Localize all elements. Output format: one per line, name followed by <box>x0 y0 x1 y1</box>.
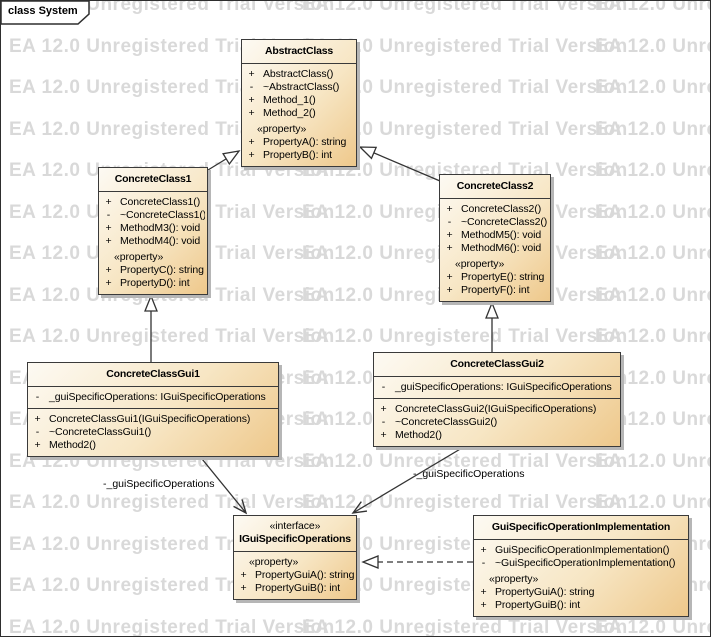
watermark-text: EA 12.0 Unregistered Trial Version <box>302 35 628 57</box>
watermark-text: EA 12.0 Unregistered Trial Version <box>9 492 335 513</box>
class-concreteclass1[interactable]: ConcreteClass1 +ConcreteClass1() -~Concr… <box>98 167 208 295</box>
watermark-text: EA 12.0 Unregistered Trial Version <box>302 326 628 347</box>
watermark-text: EA 12.0 Unregistered Trial Version <box>595 616 710 637</box>
watermark-text: EA 12.0 Unregistered Trial Version <box>9 284 335 306</box>
watermark-text: EA 12.0 Unregistered Trial Version <box>595 492 710 513</box>
watermark-text: EA 12.0 Unregistered Trial Version <box>595 77 710 98</box>
operation-row: +MethodM3(): void <box>105 222 201 234</box>
class-concreteclassgui1[interactable]: ConcreteClassGui1 -_guiSpecificOperation… <box>27 362 279 457</box>
operation-row: +MethodM4(): void <box>105 235 201 247</box>
operation-row: -~ConcreteClassGui2() <box>381 416 498 428</box>
class-title: ConcreteClassGui1 <box>106 368 200 380</box>
property-stereotype: «property» <box>489 573 539 585</box>
operation-row: +Method_1() <box>248 94 316 106</box>
class-abstractclass[interactable]: AbstractClass +AbstractClass() -~Abstrac… <box>241 39 357 167</box>
class-title: IGuiSpecificOperations <box>239 533 351 545</box>
operations-compartment: +ConcreteClassGui2(IGuiSpecificOperation… <box>374 398 620 446</box>
operation-row: -~GuiSpecificOperationImplementation() <box>481 557 676 569</box>
class-title: ConcreteClass1 <box>114 173 192 185</box>
property-stereotype: «property» <box>455 258 505 270</box>
attribute-row: -_guiSpecificOperations: IGuiSpecificOpe… <box>381 381 612 393</box>
class-concreteclassgui2[interactable]: ConcreteClassGui2 -_guiSpecificOperation… <box>373 352 621 447</box>
property-stereotype: «property» <box>114 251 164 263</box>
operation-row: +ConcreteClassGui2(IGuiSpecificOperation… <box>380 403 597 415</box>
operation-row: +Method2() <box>34 439 96 451</box>
operations-compartment: +AbstractClass() -~AbstractClass() +Meth… <box>242 63 356 166</box>
property-row: +PropertyA(): string <box>248 136 347 148</box>
property-row: +PropertyGuiB(): int <box>480 599 581 611</box>
class-title: AbstractClass <box>264 45 333 57</box>
interface-stereotype: «interface» <box>269 520 321 532</box>
operation-row: +ConcreteClass2() <box>446 203 542 215</box>
property-row: +PropertyF(): int <box>446 284 530 296</box>
operation-row: +GuiSpecificOperationImplementation() <box>480 544 670 556</box>
property-stereotype: «property» <box>249 556 299 568</box>
association-role-label[interactable]: -_guiSpecificOperations <box>103 478 215 490</box>
watermark-text: EA 12.0 Unregistered Trial Version <box>595 243 710 264</box>
watermark-text: EA 12.0 Unregistered Trial Version <box>595 326 710 347</box>
watermark-text: EA 12.0 Unregistered Trial Version <box>595 367 710 389</box>
watermark-text: EA 12.0 Unregistered Trial Version <box>302 77 628 98</box>
operation-row: +ConcreteClass1() <box>105 196 201 208</box>
association-gui2-to-interface[interactable] <box>351 444 468 514</box>
watermark-text: EA 12.0 Unregistered Trial Version <box>595 118 710 140</box>
class-title: ConcreteClassGui2 <box>450 358 544 370</box>
operation-row: +AbstractClass() <box>248 68 334 80</box>
association-gui1-to-interface[interactable] <box>197 453 248 515</box>
class-title: ConcreteClass2 <box>456 180 534 192</box>
watermark-text: EA 12.0 Unregistered Trial Version <box>595 0 710 15</box>
interface-iguispecificoperations[interactable]: «interface» IGuiSpecificOperations «prop… <box>233 515 357 600</box>
watermark-text: EA 12.0 Unregistered Trial Version <box>302 450 628 472</box>
property-row: +PropertyB(): int <box>248 149 333 161</box>
operations-compartment: +ConcreteClass2() -~ConcreteClass2() +Me… <box>440 198 550 301</box>
operation-row: +MethodM5(): void <box>446 229 542 241</box>
operation-row: -~AbstractClass() <box>249 81 340 93</box>
class-guispecificoperationimplementation[interactable]: GuiSpecificOperationImplementation +GuiS… <box>473 515 689 617</box>
attribute-row: -_guiSpecificOperations: IGuiSpecificOpe… <box>35 391 266 403</box>
class-concreteclass2[interactable]: ConcreteClass2 +ConcreteClass2() -~Concr… <box>439 174 551 302</box>
operations-compartment: «property» +PropertyGuiA(): string +Prop… <box>234 551 356 599</box>
watermark-text: EA 12.0 Unregistered Trial Version <box>595 409 710 430</box>
watermark-text: EA 12.0 Unregistered Trial Version <box>302 118 628 140</box>
operation-row: -~ConcreteClassGui1() <box>35 426 152 438</box>
watermark-text: EA 12.0 Unregistered Trial Version <box>302 616 628 637</box>
watermark-text: EA 12.0 Unregistered Trial Version <box>9 0 335 15</box>
operation-row: -~ConcreteClass2() <box>447 216 548 228</box>
watermark-text: EA 12.0 Unregistered Trial Version <box>302 492 628 513</box>
generalization-concreteclass2-to-abstractclass[interactable] <box>358 146 441 182</box>
property-row: +PropertyGuiA(): string <box>240 569 354 581</box>
property-row: +PropertyGuiB(): int <box>240 582 341 594</box>
attributes-compartment: -_guiSpecificOperations: IGuiSpecificOpe… <box>28 386 278 408</box>
class-title: GuiSpecificOperationImplementation <box>491 521 671 533</box>
attributes-compartment: -_guiSpecificOperations: IGuiSpecificOpe… <box>374 376 620 398</box>
property-row: +PropertyE(): string <box>446 271 545 283</box>
operations-compartment: +ConcreteClass1() -~ConcreteClass1() +Me… <box>99 191 207 294</box>
watermark-text: EA 12.0 Unregistered Trial Version <box>9 616 335 637</box>
frame-tab-label: class System <box>8 5 78 17</box>
operation-row: +Method2() <box>380 429 442 441</box>
generalization-concreteclass1-to-abstractclass[interactable] <box>207 150 241 171</box>
watermark-text: EA 12.0 Unregistered Trial Version <box>302 0 628 15</box>
operation-row: +MethodM6(): void <box>446 242 542 254</box>
watermark-text: EA 12.0 Unregistered Trial Version <box>595 284 710 306</box>
watermark-text: EA 12.0 Unregistered Trial Version <box>595 160 710 181</box>
property-stereotype: «property» <box>257 123 307 135</box>
watermark-text: EA 12.0 Unregistered Trial Version <box>9 326 335 347</box>
operations-compartment: +ConcreteClassGui1(IGuiSpecificOperation… <box>28 408 278 456</box>
property-row: +PropertyGuiA(): string <box>480 586 595 598</box>
operation-row: +Method_2() <box>248 107 316 119</box>
watermark-text: EA 12.0 Unregistered Trial Version <box>595 450 710 472</box>
frame-tab <box>1 1 90 25</box>
operation-row: +ConcreteClassGui1(IGuiSpecificOperation… <box>34 413 251 425</box>
property-row: +PropertyD(): int <box>105 277 190 289</box>
operations-compartment: +GuiSpecificOperationImplementation() -~… <box>474 539 688 616</box>
property-row: +PropertyC(): string <box>105 264 204 276</box>
association-role-label[interactable]: -_guiSpecificOperations <box>413 468 525 480</box>
watermark-text: EA 12.0 Unregistered Trial Version <box>595 201 710 223</box>
watermark-text: EA 12.0 Unregistered Trial Version <box>595 35 710 57</box>
operation-row: -~ConcreteClass1() <box>106 209 205 221</box>
